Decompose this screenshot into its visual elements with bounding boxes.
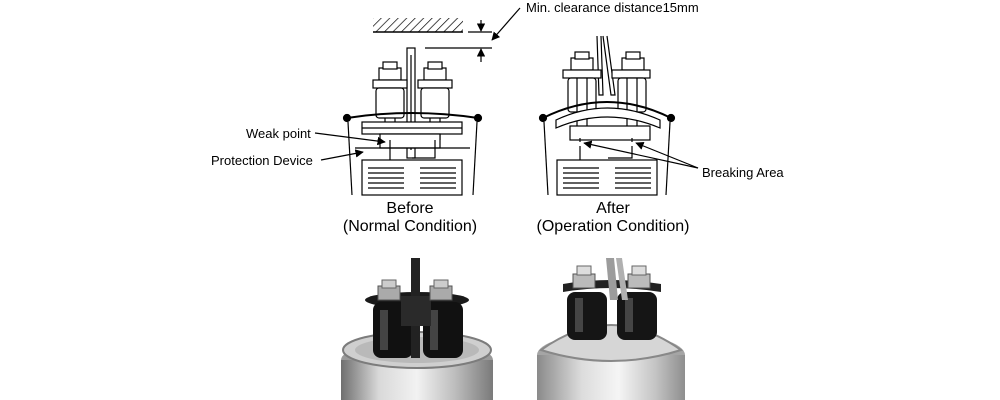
before-photo: [340, 255, 495, 400]
clearance-label: Min. clearance distance15mm: [526, 0, 699, 15]
after-caption: After (Operation Condition): [523, 200, 703, 236]
after-photo: [537, 255, 693, 400]
after-title: After: [596, 200, 630, 217]
weak-point-label: Weak point: [246, 126, 311, 141]
ceiling-hatch: [373, 18, 463, 32]
after-subtitle: (Operation Condition): [536, 218, 690, 235]
before-diagram: [314, 7, 521, 196]
before-caption: Before (Normal Condition): [330, 200, 490, 236]
protection-device-label: Protection Device: [211, 153, 313, 168]
breaking-area-label: Breaking Area: [702, 165, 784, 180]
after-diagram: [538, 35, 699, 196]
before-title: Before: [386, 200, 434, 217]
before-subtitle: (Normal Condition): [342, 218, 478, 235]
